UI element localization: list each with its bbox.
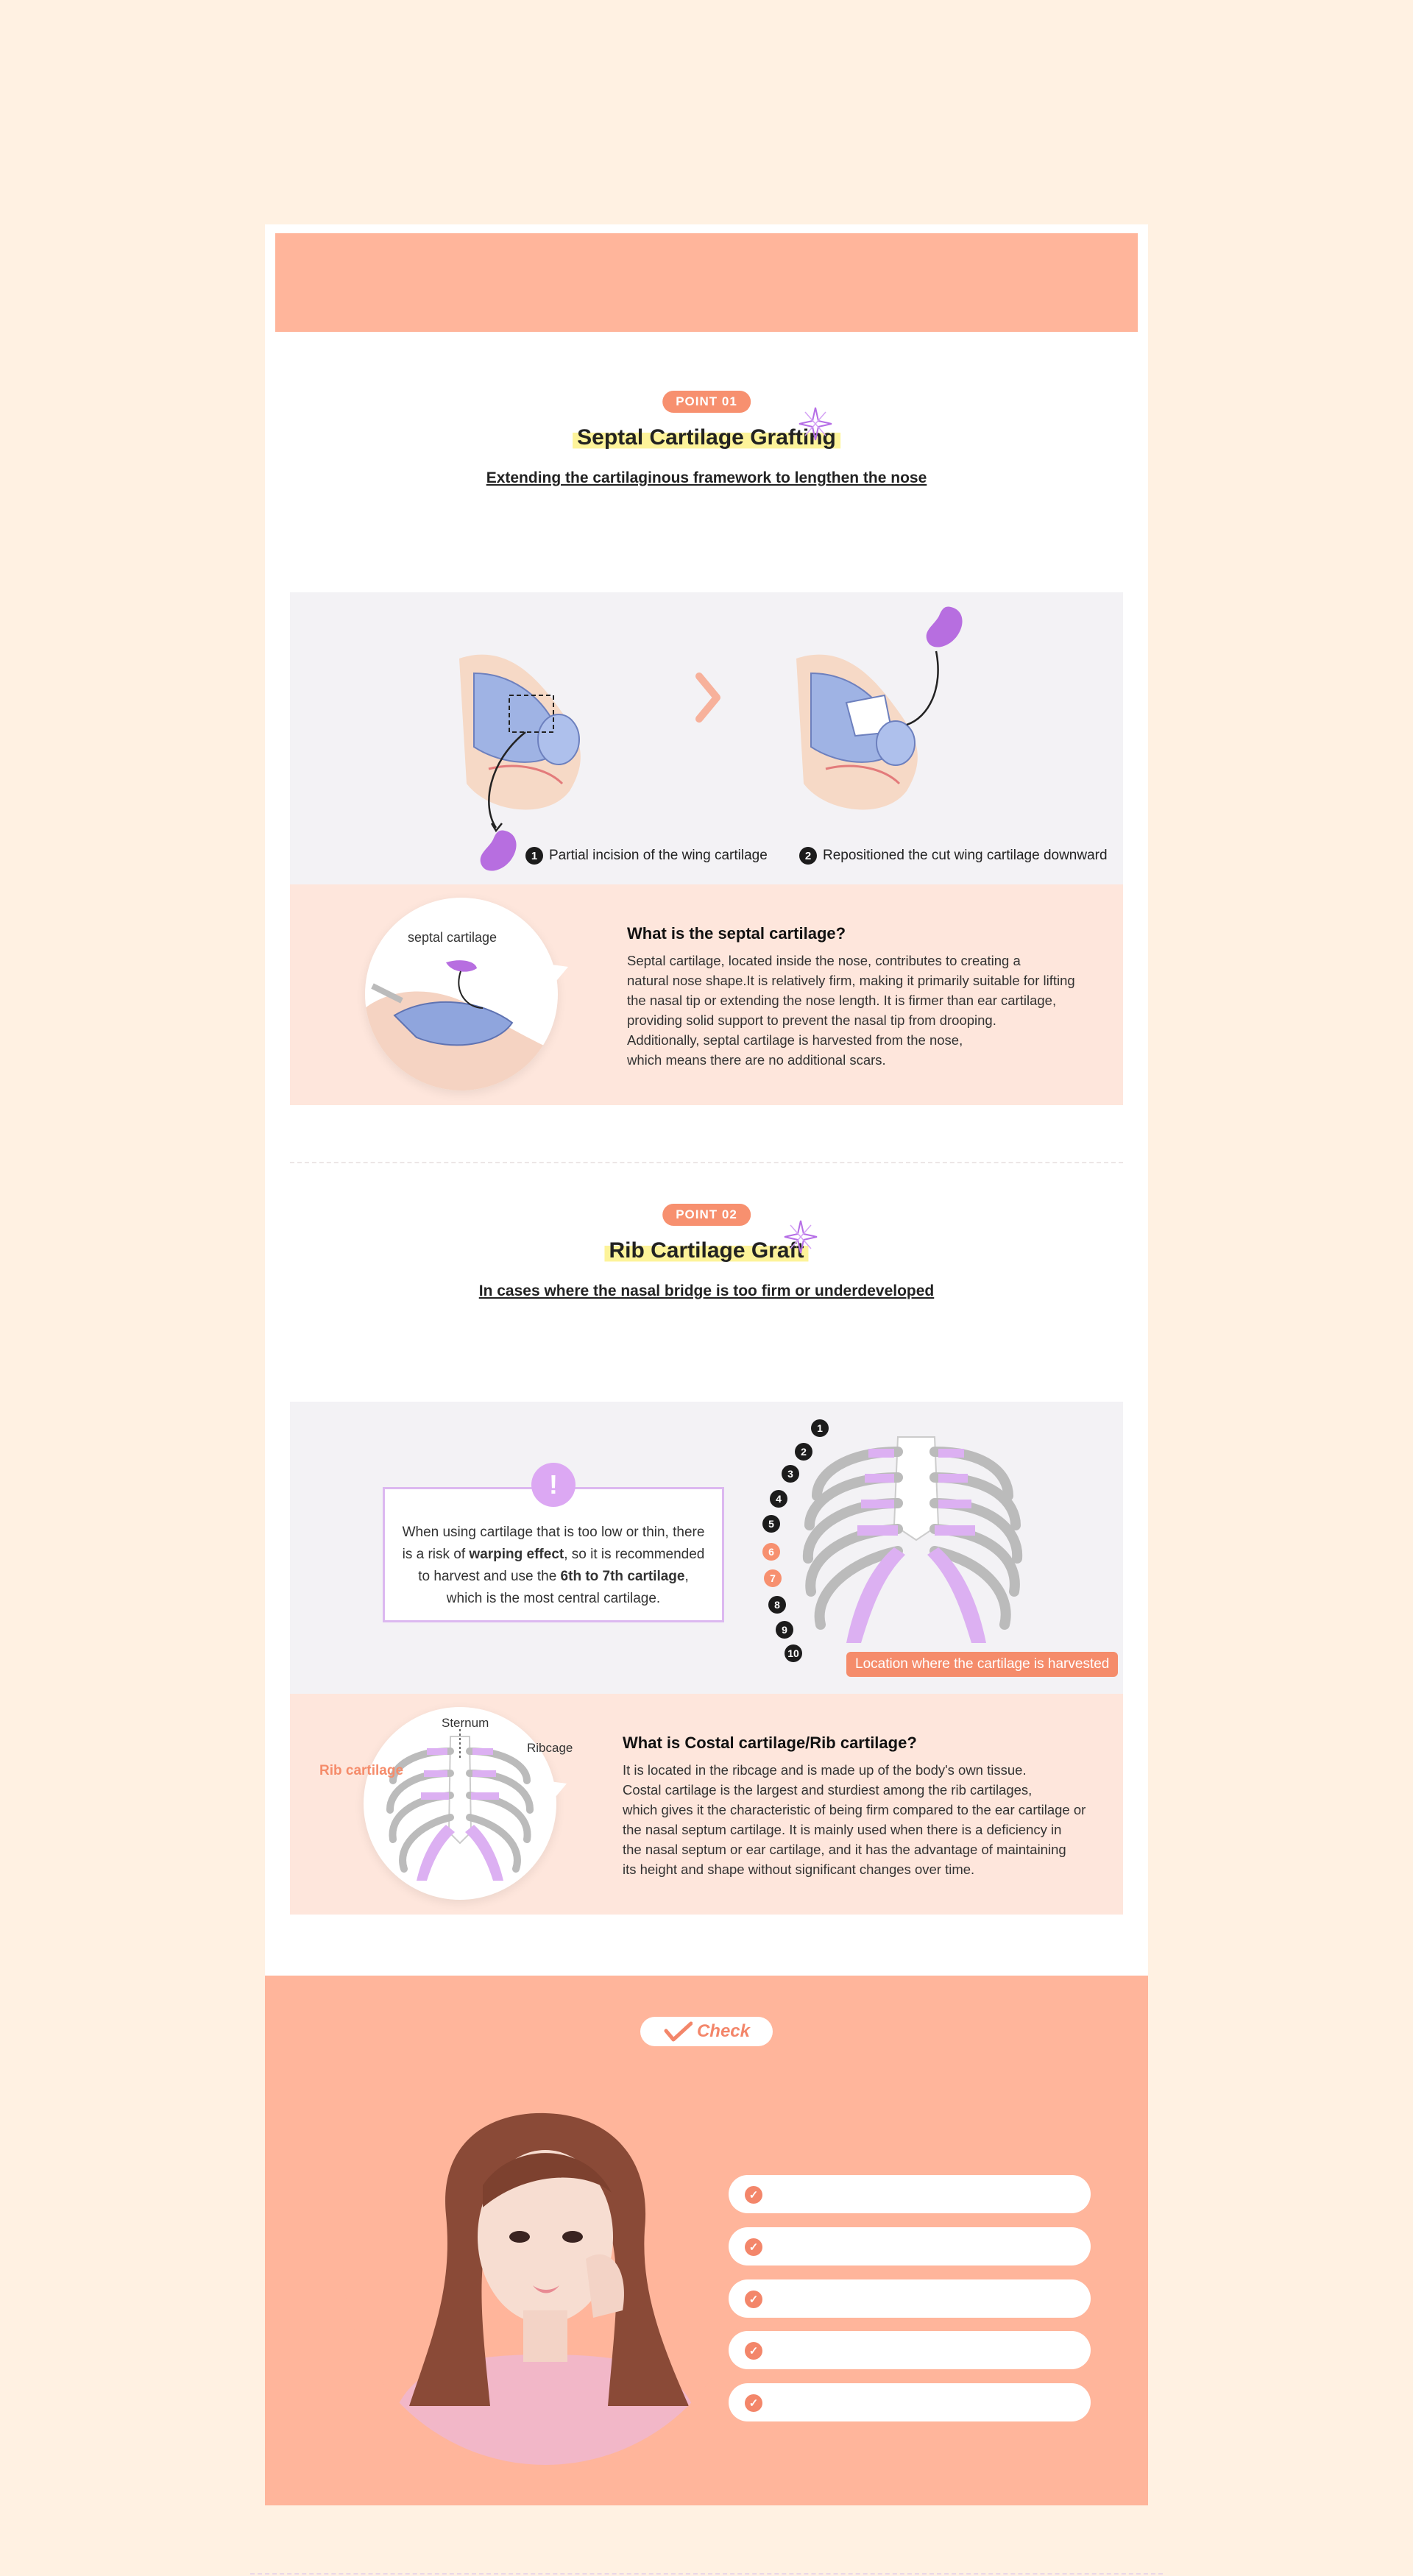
rib-info-body: It is located in the ribcage and is made… (623, 1762, 1086, 1877)
rib-number-9: 9 (776, 1621, 793, 1639)
model-portrait (343, 2097, 748, 2465)
sparkle-icon-2 (784, 1220, 818, 1254)
rib-number-2: 2 (795, 1443, 812, 1461)
cartilage-piece-icon (480, 830, 517, 871)
harvest-location-label: Location where the cartilage is harveste… (846, 1652, 1119, 1677)
septal-info-body: Septal cartilage, located inside the nos… (627, 953, 1075, 1068)
rib-number-7: 7 (764, 1569, 782, 1587)
check-circle-icon: ✓ (745, 2238, 762, 2256)
section-divider (290, 1162, 1123, 1163)
ribcage-illustration (802, 1436, 1023, 1643)
check-label: Check (696, 2021, 751, 2041)
septal-cartilage-label: septal cartilage (408, 930, 497, 945)
check-circle-icon: ✓ (745, 2186, 762, 2204)
septal-info-panel: septal cartilage What is the septal cart… (290, 884, 1123, 1105)
ribcage-label: Ribcage (527, 1741, 573, 1755)
checkmark-icon (664, 2021, 693, 2042)
step-2-text: Repositioned the cut wing cartilage down… (823, 848, 1108, 863)
cartilage-piece-icon-2 (926, 606, 963, 647)
check-item-1: ✓ (729, 2175, 1091, 2213)
rib-info-title: What is Costal cartilage/Rib cartilage? (623, 1734, 917, 1752)
ribcage-circle-illustration (364, 1707, 556, 1900)
check-badge: Check (640, 2017, 773, 2046)
rib-cartilage-label: Rib cartilage (319, 1763, 404, 1778)
sternum-label: Sternum (442, 1716, 489, 1730)
septal-steps-panel: 1 Partial incision of the wing cartilage… (290, 592, 1123, 884)
check-circle-icon: ✓ (745, 2291, 762, 2308)
rib-number-5: 5 (762, 1515, 780, 1533)
content-card: POINT 01 Septal Cartilage Grafting Exten… (265, 224, 1148, 1976)
check-item-3: ✓ (729, 2279, 1091, 2318)
step-1-text: Partial incision of the wing cartilage (549, 848, 768, 863)
step-1-caption: 1 Partial incision of the wing cartilage (525, 847, 768, 865)
nose-step2-illustration (796, 650, 939, 810)
sparkle-icon (798, 407, 832, 441)
step-1-number: 1 (525, 847, 543, 865)
warning-text: When using cartilage that is too low or … (402, 1525, 705, 1606)
exclamation-icon: ! (531, 1463, 576, 1507)
check-item-2: ✓ (729, 2227, 1091, 2265)
point-01-subtitle: Extending the cartilaginous framework to… (486, 469, 927, 486)
nose-step1-illustration (459, 654, 581, 833)
rib-warning-panel: ! When using cartilage that is too low o… (290, 1402, 1123, 1694)
rib-number-6: 6 (762, 1543, 780, 1561)
bottom-divider (250, 2573, 1163, 2575)
check-circle-icon: ✓ (745, 2342, 762, 2360)
rib-number-8: 8 (768, 1596, 786, 1614)
septal-info-title: What is the septal cartilage? (627, 924, 846, 943)
rib-number-4: 4 (770, 1490, 787, 1508)
point-02-badge: POINT 02 (662, 1204, 751, 1226)
check-item-4: ✓ (729, 2331, 1091, 2369)
rib-number-10: 10 (785, 1644, 802, 1662)
point-01-badge: POINT 01 (662, 391, 751, 413)
point-02-subtitle: In cases where the nasal bridge is too f… (478, 1282, 935, 1299)
step-2-caption: 2 Repositioned the cut wing cartilage do… (799, 847, 1108, 865)
check-circle-icon: ✓ (745, 2394, 762, 2412)
rib-info-panel: Sternum Ribcage Rib cartilage What is Co… (290, 1694, 1123, 1915)
rib-number-3: 3 (782, 1465, 799, 1483)
check-item-5: ✓ (729, 2383, 1091, 2421)
chevron-right-icon (695, 673, 720, 723)
speech-tail-2 (545, 1781, 567, 1810)
speech-tail (546, 964, 568, 993)
septal-cartilage-illustration (365, 898, 558, 1090)
point-01-title: Septal Cartilage Grafting (573, 425, 840, 450)
rib-number-1: 1 (811, 1419, 829, 1437)
step-2-number: 2 (799, 847, 817, 865)
top-banner (275, 233, 1138, 332)
point-02-title: Rib Cartilage Graft (604, 1238, 809, 1263)
warning-box: ! When using cartilage that is too low o… (383, 1463, 724, 1622)
